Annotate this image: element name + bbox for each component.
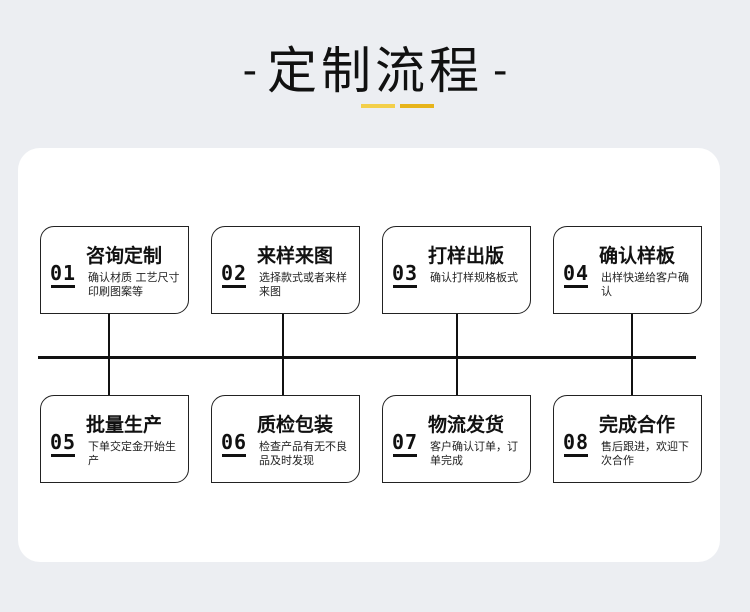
step-number: 05 [50, 430, 77, 454]
step-description: 检查产品有无不良品及时发现 [259, 440, 347, 467]
step-number-underline [51, 285, 75, 288]
step-title: 完成合作 [599, 414, 676, 436]
title-dash-right: - [493, 48, 508, 94]
step-title: 来样来图 [257, 245, 334, 267]
step-number-underline [393, 285, 417, 288]
step-description: 客户确认订单，订单完成 [430, 440, 518, 467]
step-card-08: 08 完成合作 售后跟进，欢迎下次合作 [553, 395, 702, 483]
timeline-axis [38, 356, 696, 359]
process-panel [18, 148, 720, 562]
step-description: 下单交定金开始生产 [88, 440, 176, 467]
step-title: 批量生产 [86, 414, 163, 436]
step-title: 物流发货 [428, 414, 505, 436]
step-card-02: 02 来样来图 选择款式或者来样来图 [211, 226, 360, 314]
title-underline-left [361, 104, 395, 108]
step-number: 04 [563, 261, 590, 285]
step-number-underline [51, 454, 75, 457]
connector-4 [631, 314, 633, 357]
step-number-underline [564, 454, 588, 457]
step-card-05: 05 批量生产 下单交定金开始生产 [40, 395, 189, 483]
connector-8 [631, 358, 633, 395]
title-dash-left: - [242, 48, 257, 94]
page-header: - 定制流程 - [0, 36, 750, 106]
step-card-03: 03 打样出版 确认打样规格板式 [382, 226, 531, 314]
step-number: 06 [221, 430, 248, 454]
step-title: 确认样板 [599, 245, 676, 267]
step-description: 售后跟进，欢迎下次合作 [601, 440, 689, 467]
step-description: 选择款式或者来样来图 [259, 271, 347, 298]
step-number: 02 [221, 261, 248, 285]
step-number: 07 [392, 430, 419, 454]
step-number: 08 [563, 430, 590, 454]
step-number-underline [222, 285, 246, 288]
title-underline-right [400, 104, 434, 108]
step-description: 确认材质 工艺尺寸 印刷图案等 [88, 271, 180, 298]
connector-5 [108, 358, 110, 395]
step-description: 确认打样规格板式 [430, 271, 518, 284]
step-number-underline [393, 454, 417, 457]
page-title: 定制流程 [267, 42, 483, 100]
step-card-06: 06 质检包装 检查产品有无不良品及时发现 [211, 395, 360, 483]
connector-6 [282, 358, 284, 395]
connector-2 [282, 314, 284, 357]
step-card-07: 07 物流发货 客户确认订单，订单完成 [382, 395, 531, 483]
step-card-01: 01 咨询定制 确认材质 工艺尺寸 印刷图案等 [40, 226, 189, 314]
connector-3 [456, 314, 458, 357]
step-title: 打样出版 [428, 245, 505, 267]
connector-1 [108, 314, 110, 357]
connector-7 [456, 358, 458, 395]
step-title: 质检包装 [257, 414, 334, 436]
step-card-04: 04 确认样板 出样快递给客户确认 [553, 226, 702, 314]
step-number: 01 [50, 261, 77, 285]
step-description: 出样快递给客户确认 [601, 271, 689, 298]
step-number-underline [564, 285, 588, 288]
step-number: 03 [392, 261, 419, 285]
step-number-underline [222, 454, 246, 457]
step-title: 咨询定制 [86, 245, 163, 267]
